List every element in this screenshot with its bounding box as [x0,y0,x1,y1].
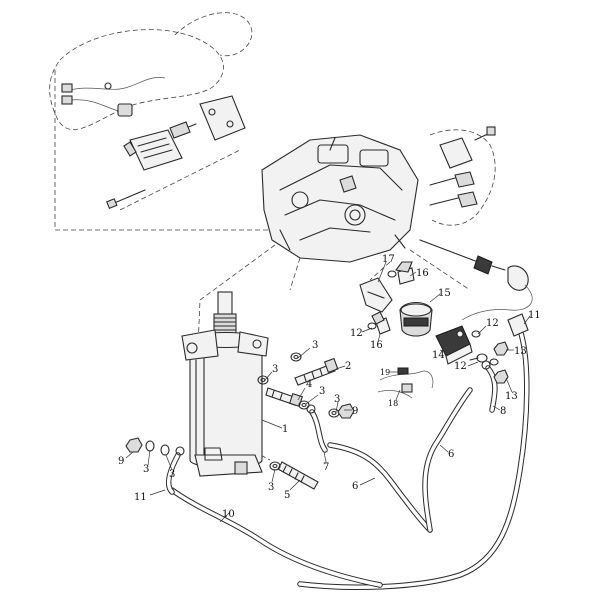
callout-11-right: 11 [528,310,541,321]
bolt-4 [265,387,303,407]
cable-6-right [422,387,473,533]
relay-bracket [359,277,393,313]
callout-15: 15 [438,288,451,299]
dashed-guide-solenoid [409,249,471,291]
callout-12-solenoid: 12 [486,318,499,329]
callout-19: 19 [380,368,390,377]
callout-6-left: 6 [352,481,358,492]
terminal-12-lower [469,353,488,363]
small-harness [377,367,434,399]
starter-motor [181,291,269,477]
callout-5: 5 [284,490,290,501]
dashed-guide-starter-top [289,257,301,291]
callout-13-a: 13 [514,346,527,357]
sensor-unit [419,239,533,321]
callout-labels: 1 2 3 3 3 3 3 3 3 4 5 6 6 7 8 9 9 10 11 … [118,254,541,520]
callout-3-c: 3 [319,386,325,397]
callout-3-a: 3 [312,340,318,351]
control-module [123,129,183,171]
callout-16-bottom: 16 [370,340,383,351]
callout-12-mid: 12 [350,328,363,339]
callout-13-b: 13 [505,391,518,402]
callout-6-right: 6 [448,449,454,460]
cable-7 [306,404,328,453]
callout-7: 7 [323,462,329,473]
washer-3-d [328,408,340,418]
callout-3-d: 3 [334,394,340,405]
washer-3-g [269,461,281,471]
callout-14: 14 [432,350,445,361]
callout-3-e: 3 [143,464,149,475]
nut-9-right [337,403,355,419]
washer-12-top [387,270,397,278]
washer-12-mid [367,322,377,330]
callout-1: 1 [282,424,288,435]
cable-6-left [327,442,433,533]
cable-11-right [297,313,530,590]
nut-13-a [493,341,509,356]
callout-3-f: 3 [169,469,175,480]
washer-3-f [160,444,170,456]
washer-13 [489,358,499,366]
control-module-bracket [169,95,246,141]
callout-17: 17 [382,254,395,265]
callout-3-g: 3 [268,482,274,493]
callout-10: 10 [222,509,235,520]
callout-3-b: 3 [272,364,278,375]
washer-3-a [290,352,302,362]
relay [399,301,433,337]
callout-8: 8 [500,406,506,417]
callout-11-left: 11 [134,492,147,503]
washer-3-e [145,440,155,452]
washer-12-solenoid [471,330,481,338]
callout-2: 2 [345,361,351,372]
callout-18: 18 [388,399,398,408]
right-bracket-assembly [429,126,496,226]
cable-11-left [165,446,185,495]
bolt-top-left [106,189,146,209]
engine-block [261,134,419,263]
bolt-16-bottom [371,311,391,335]
cable-10 [169,487,383,588]
dashed-guide-left [54,70,270,231]
wiring-harness-assembly [49,12,253,130]
bolt-2 [294,357,339,386]
starter-solenoid [435,325,473,365]
bolt-16-top [395,261,415,285]
nut-13-b [493,369,509,384]
callout-12-lower: 12 [454,361,467,372]
leader-lines [125,261,531,523]
bolt-5 [277,461,319,490]
callout-9-left: 9 [118,456,124,467]
dashed-guide-mid [119,149,241,211]
callout-9-right: 9 [352,406,358,417]
cable-8 [481,360,498,413]
dashed-guide-relay [369,261,391,281]
nut-9-left [125,437,143,453]
callout-16-top: 16 [416,268,429,279]
callout-4: 4 [306,379,312,390]
